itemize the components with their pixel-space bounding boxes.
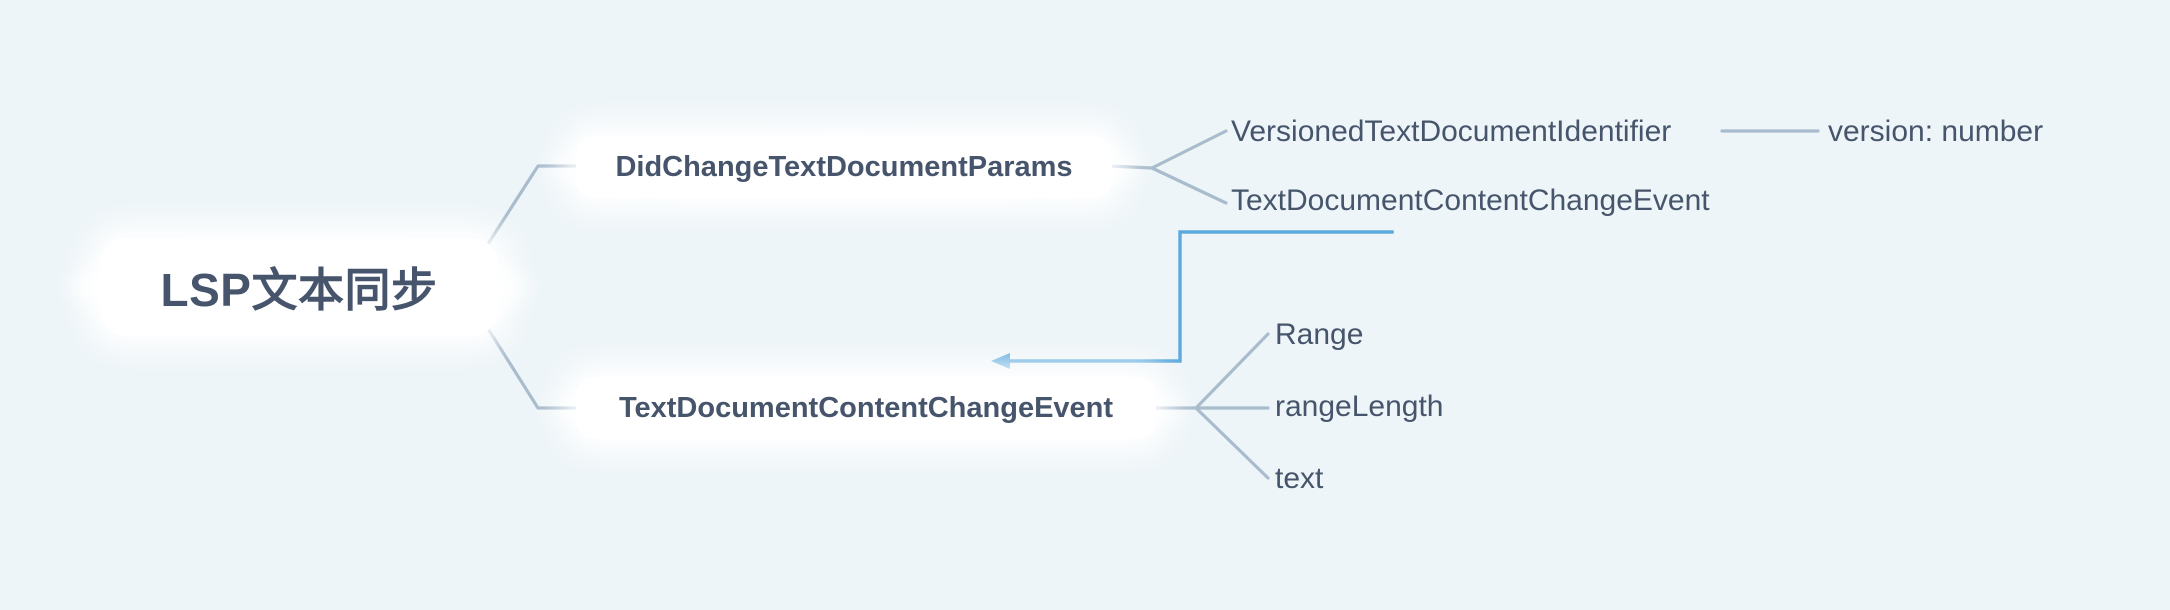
edge-didchange-stem: [1106, 164, 1154, 170]
leaf-version-number[interactable]: version: number: [1828, 115, 2044, 148]
node-didchangetextdocumentparams[interactable]: DidChangeTextDocumentParams: [576, 136, 1112, 198]
node-textdocumentcontentchangeevent[interactable]: TextDocumentContentChangeEvent: [576, 377, 1156, 439]
node-root[interactable]: LSP文本同步: [100, 238, 498, 336]
leaf-versionedtextdocumentidentifier[interactable]: VersionedTextDocumentIdentifier: [1231, 115, 1672, 148]
leaf-textdocumentcontentchangeevent[interactable]: TextDocumentContentChangeEvent: [1231, 184, 1710, 217]
leaf-text[interactable]: text: [1275, 462, 1324, 495]
leaf-range[interactable]: Range: [1275, 318, 1364, 351]
edge-tdcce-to-text: [1194, 406, 1270, 480]
node-didchangetextdocumentparams-label: DidChangeTextDocumentParams: [615, 150, 1073, 183]
edge-tdcce-to-range: [1194, 332, 1270, 410]
cross-link-arrowhead: [991, 353, 1010, 369]
leaf-rangelength[interactable]: rangeLength: [1275, 390, 1444, 423]
edge-didchange-to-tdcce2: [1150, 166, 1228, 205]
node-textdocumentcontentchangeevent-label: TextDocumentContentChangeEvent: [618, 391, 1114, 424]
node-root-label: LSP文本同步: [160, 264, 438, 316]
edge-didchange-to-vtdi: [1150, 129, 1228, 170]
